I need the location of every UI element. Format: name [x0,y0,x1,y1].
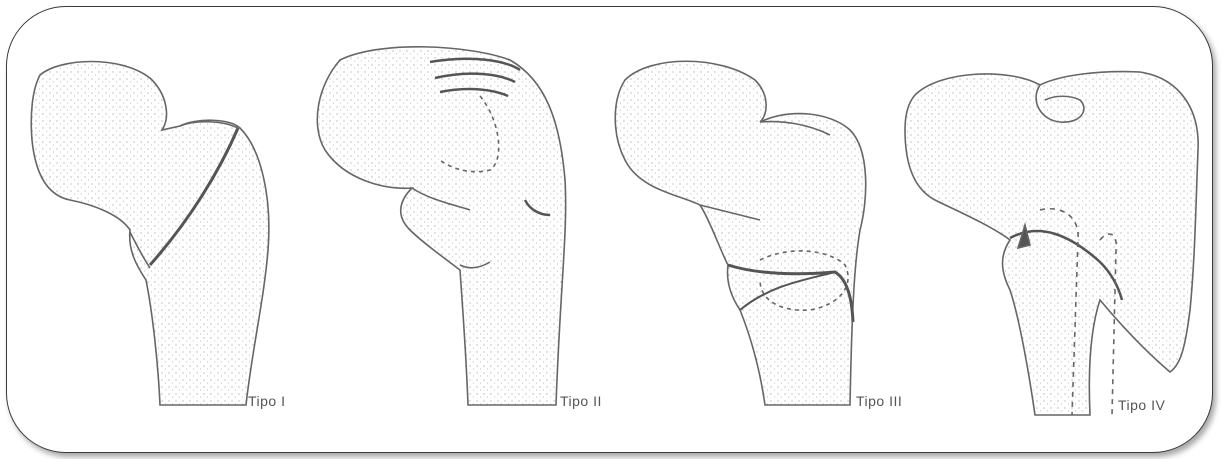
type-4-label: Tipo IV [1118,397,1165,413]
femur-type-1 [31,62,269,406]
type-1-label: Tipo I [248,393,286,409]
femur-type-2 [317,47,565,405]
type-2-label: Tipo II [560,393,602,409]
femur-type-3 [615,61,865,405]
type-3-label: Tipo III [856,393,902,409]
femur-type-4 [905,72,1198,415]
